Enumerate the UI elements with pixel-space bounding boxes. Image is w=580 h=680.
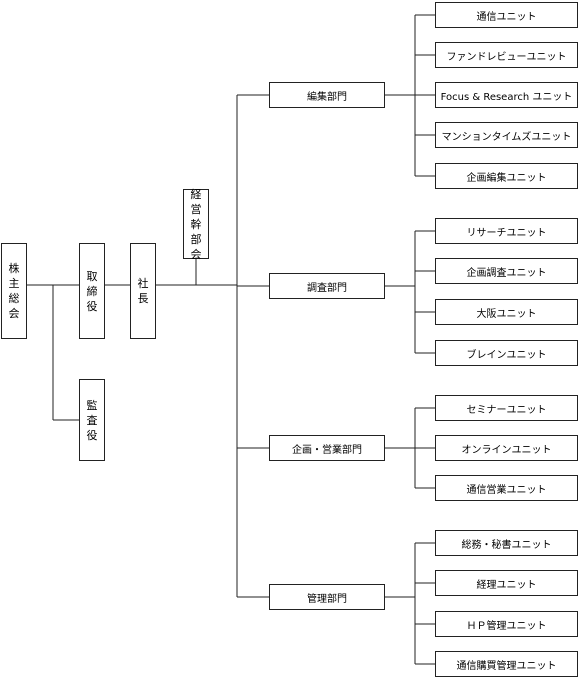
dept-research: 調査部門	[269, 273, 385, 299]
box-auditor: 監査役	[79, 379, 105, 461]
unit-label: 通信営業ユニット	[466, 484, 547, 496]
unit-label: 通信ユニット	[476, 11, 537, 23]
unit-label: リサーチユニット	[466, 227, 547, 239]
box-president: 社長	[130, 243, 156, 339]
unit-box: 通信ユニット	[435, 2, 578, 28]
dept-research-label: 調査部門	[307, 282, 347, 294]
unit-label: ファンドレビューユニット	[446, 51, 567, 63]
unit-box: 通信営業ユニット	[435, 475, 578, 501]
unit-box: 通信購買管理ユニット	[435, 651, 578, 677]
box-board: 取締役	[79, 243, 105, 339]
unit-label: Focus & Research ユニット	[440, 91, 573, 103]
unit-label: 通信購買管理ユニット	[456, 660, 557, 672]
box-shareholders: 株主総会	[1, 243, 27, 339]
label-president: 社長	[137, 277, 149, 305]
unit-label: 総務・秘書ユニット	[461, 539, 552, 551]
unit-box: マンションタイムズユニット	[435, 122, 578, 148]
label-board: 取締役	[86, 269, 98, 313]
unit-label: セミナーユニット	[466, 404, 547, 416]
unit-box: 企画編集ユニット	[435, 163, 578, 189]
unit-label: オンラインユニット	[461, 444, 552, 456]
dept-editorial-label: 編集部門	[307, 91, 347, 103]
unit-box: 総務・秘書ユニット	[435, 530, 578, 556]
unit-box: リサーチユニット	[435, 218, 578, 244]
label-exec-council: 経営幹部会	[190, 187, 202, 261]
unit-label: 大阪ユニット	[476, 308, 537, 320]
unit-label: 経理ユニット	[476, 579, 537, 591]
unit-label: ＨＰ管理ユニット	[466, 620, 547, 632]
unit-box: セミナーユニット	[435, 395, 578, 421]
unit-box: ブレインユニット	[435, 340, 578, 366]
label-auditor: 監査役	[86, 398, 98, 442]
box-exec-council: 経営幹部会	[183, 187, 209, 261]
unit-box: オンラインユニット	[435, 435, 578, 461]
label-shareholders: 株主総会	[8, 262, 20, 320]
unit-box: 経理ユニット	[435, 570, 578, 596]
unit-label: マンションタイムズユニット	[441, 131, 572, 143]
dept-planning-sales-label: 企画・営業部門	[292, 444, 362, 456]
unit-box: 大阪ユニット	[435, 299, 578, 325]
dept-admin-label: 管理部門	[307, 593, 347, 605]
unit-label: 企画調査ユニット	[466, 267, 547, 279]
dept-admin: 管理部門	[269, 584, 385, 610]
unit-label: ブレインユニット	[466, 349, 547, 361]
unit-box: Focus & Research ユニット	[435, 82, 578, 108]
unit-box: ＨＰ管理ユニット	[435, 611, 578, 637]
dept-planning-sales: 企画・営業部門	[269, 435, 385, 461]
unit-label: 企画編集ユニット	[466, 172, 547, 184]
unit-box: 企画調査ユニット	[435, 258, 578, 284]
unit-box: ファンドレビューユニット	[435, 42, 578, 68]
dept-editorial: 編集部門	[269, 82, 385, 108]
